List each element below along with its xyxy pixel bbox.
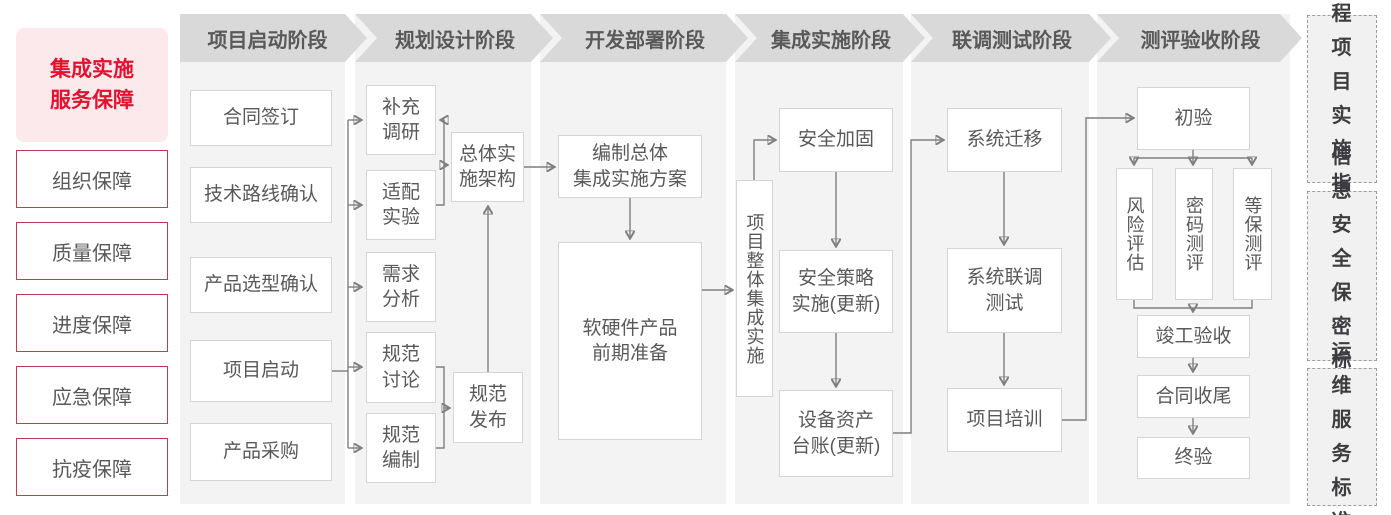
phase-header-joint-testing: 联调测试阶段 (911, 14, 1111, 62)
step-requirement-analysis: 需求 分析 (366, 252, 436, 322)
phase-header-integration-impl: 集成实施阶段 (735, 14, 925, 62)
sidebar-item-emergency-guarantee: 应急保障 (16, 366, 168, 424)
step-contract-signing: 合同签订 (190, 90, 332, 146)
step-asset-ledger-update: 设备资产 台账(更新) (779, 390, 893, 477)
step-preliminary-acceptance: 初验 (1137, 87, 1250, 150)
step-project-training: 项目培训 (947, 388, 1062, 452)
step-hw-sw-preparation: 软硬件产品 前期准备 (558, 242, 702, 440)
phase-header-planning-design: 规划设计阶段 (355, 14, 553, 62)
step-risk-assessment: 风险评估 (1116, 168, 1153, 300)
step-project-kickoff: 项目启动 (190, 340, 332, 402)
sidebar-title: 集成实施 服务保障 (16, 28, 168, 142)
step-joint-testing: 系统联调 测试 (947, 248, 1062, 333)
step-spec-release: 规范 发布 (453, 372, 523, 443)
step-adaptation-test: 适配 实验 (366, 170, 436, 240)
step-completion-acceptance: 竣工验收 (1137, 315, 1250, 358)
step-overall-integration-plan: 编制总体 集成实施方案 (558, 135, 702, 198)
step-overall-impl-architecture: 总体实 施架构 (451, 132, 524, 202)
step-tech-route-confirm: 技术路线确认 (190, 167, 332, 223)
step-mlps-evaluation: 等保测评 (1233, 168, 1272, 300)
guide-om-service-standard: 运维 服务 标准 (1307, 341, 1377, 515)
phase-header-evaluation-acceptance: 测评验收阶段 (1097, 14, 1302, 62)
step-spec-drafting: 规范 编制 (366, 413, 436, 483)
step-security-policy-impl: 安全策略 实施(更新) (779, 250, 893, 333)
sidebar-item-epidemic-guarantee: 抗疫保障 (16, 438, 168, 496)
step-final-acceptance: 终验 (1137, 437, 1250, 479)
step-crypto-evaluation: 密码测评 (1175, 168, 1213, 300)
step-security-hardening: 安全加固 (779, 108, 893, 172)
step-system-migration: 系统迁移 (947, 108, 1062, 172)
step-spec-discussion: 规范 讨论 (366, 332, 436, 403)
phase-header-dev-deploy: 开发部署阶段 (540, 14, 748, 62)
step-contract-closure: 合同收尾 (1137, 375, 1250, 418)
step-overall-integration-impl: 项目整体集成实施 (736, 180, 773, 397)
step-product-selection-confirm: 产品选型确认 (190, 257, 332, 313)
step-supplementary-research: 补充 调研 (366, 85, 436, 155)
sidebar-item-organization-guarantee: 组织保障 (16, 150, 168, 208)
step-product-procurement: 产品采购 (190, 423, 332, 481)
sidebar-item-quality-guarantee: 质量保障 (16, 222, 168, 280)
sidebar-item-schedule-guarantee: 进度保障 (16, 294, 168, 352)
guide-project-implementation: 工程 项目 实施 指引 (1307, 3, 1377, 229)
phase-header-project-kickoff: 项目启动阶段 (180, 14, 367, 62)
